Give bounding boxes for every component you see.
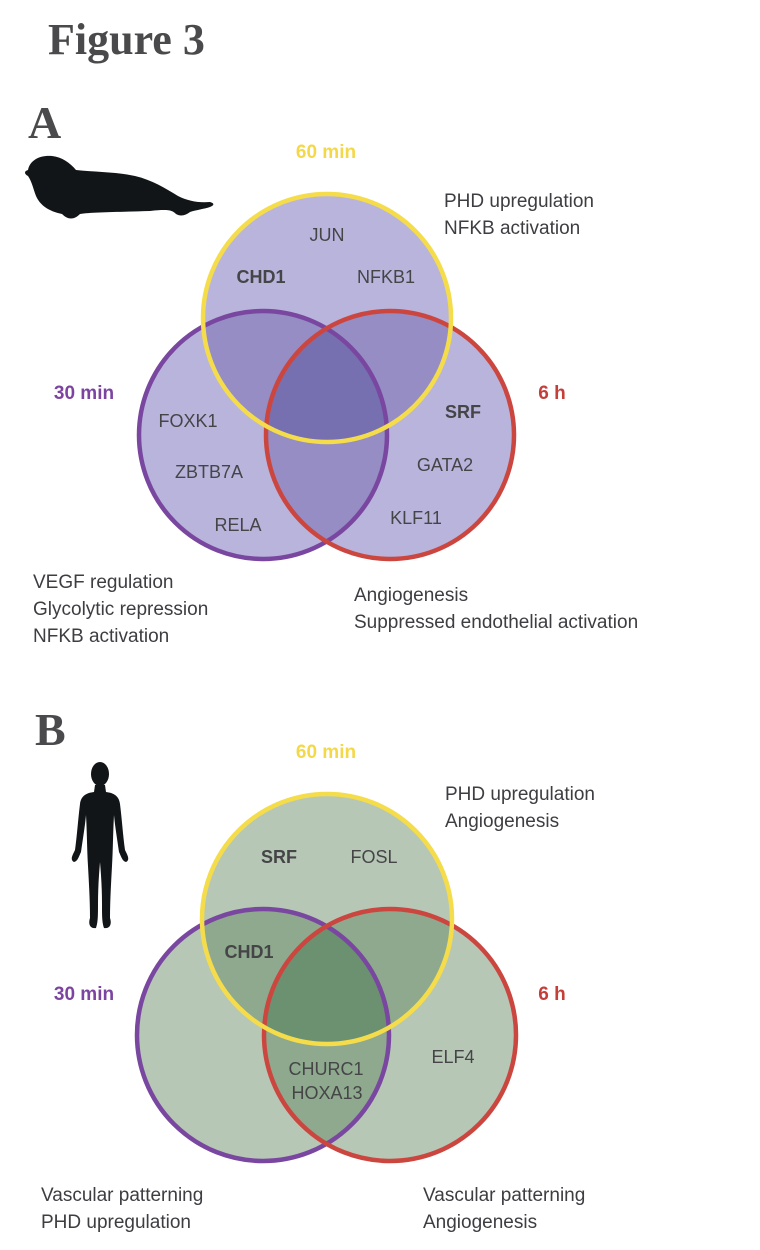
annotation-30min: VEGF regulation Glycolytic repression NF… <box>33 572 208 647</box>
panel-letter-b: B <box>35 704 66 755</box>
gene-label: JUN <box>310 225 345 245</box>
annotation-line: PHD upregulation <box>41 1212 191 1233</box>
seal-icon <box>25 155 214 219</box>
annotation-line: PHD upregulation <box>445 784 595 805</box>
venn-b-circle-60min <box>199 791 455 1047</box>
set-label-6h: 6 h <box>538 383 565 404</box>
annotation-line: Angiogenesis <box>354 585 468 606</box>
gene-label: ZBTB7A <box>175 462 243 482</box>
set-label-60min: 60 min <box>296 142 356 163</box>
annotation-line: NFKB activation <box>444 218 580 239</box>
gene-label: ELF4 <box>431 1047 474 1067</box>
annotation-line: Vascular patterning <box>423 1185 585 1206</box>
annotation-line: Glycolytic repression <box>33 599 208 620</box>
annotation-60min: PHD upregulation NFKB activation <box>444 191 594 239</box>
gene-label: SRF <box>261 847 297 867</box>
annotation-line: Suppressed endothelial activation <box>354 612 638 633</box>
panel-b: B 60 min 30 min 6 h SRF <box>35 704 595 1233</box>
annotation-30min: Vascular patterning PHD upregulation <box>41 1185 203 1233</box>
panel-a: A 60 min 30 min 6 h JUN CHD1 NFKB1 <box>25 97 638 647</box>
gene-label: CHD1 <box>236 267 285 287</box>
gene-label: NFKB1 <box>357 267 415 287</box>
annotation-line: PHD upregulation <box>444 191 594 212</box>
venn-a-circle-30min <box>136 308 390 562</box>
gene-label: GATA2 <box>417 455 473 475</box>
venn-b-circle-30min <box>134 906 392 1164</box>
gene-label: SRF <box>445 402 481 422</box>
gene-label: FOSL <box>350 847 397 867</box>
venn-a-overlap-all <box>266 311 387 442</box>
annotation-60min: PHD upregulation Angiogenesis <box>445 784 595 832</box>
gene-label: CHURC1 <box>288 1059 363 1079</box>
figure-title: Figure 3 <box>48 15 205 64</box>
annotation-line: Angiogenesis <box>423 1212 537 1233</box>
set-label-60min: 60 min <box>296 742 356 763</box>
gene-label: RELA <box>214 515 261 535</box>
venn-a-circle-60min <box>200 191 454 445</box>
human-icon <box>71 762 129 929</box>
venn-b-circle-6h <box>261 906 519 1164</box>
venn-b-overlap-all <box>264 909 389 1044</box>
set-label-6h: 6 h <box>538 984 565 1005</box>
gene-label: HOXA13 <box>291 1083 362 1103</box>
gene-label: KLF11 <box>390 508 442 528</box>
panel-letter-a: A <box>28 97 61 148</box>
annotation-6h: Vascular patterning Angiogenesis <box>423 1185 585 1233</box>
gene-label: FOXK1 <box>158 411 217 431</box>
annotation-line: Angiogenesis <box>445 811 559 832</box>
annotation-6h: Angiogenesis Suppressed endothelial acti… <box>354 585 638 633</box>
venn-a-circle-6h <box>263 308 517 562</box>
annotation-line: VEGF regulation <box>33 572 173 593</box>
set-label-30min: 30 min <box>54 383 114 404</box>
set-label-30min: 30 min <box>54 984 114 1005</box>
annotation-line: NFKB activation <box>33 626 169 647</box>
gene-label: CHD1 <box>224 942 273 962</box>
annotation-line: Vascular patterning <box>41 1185 203 1206</box>
